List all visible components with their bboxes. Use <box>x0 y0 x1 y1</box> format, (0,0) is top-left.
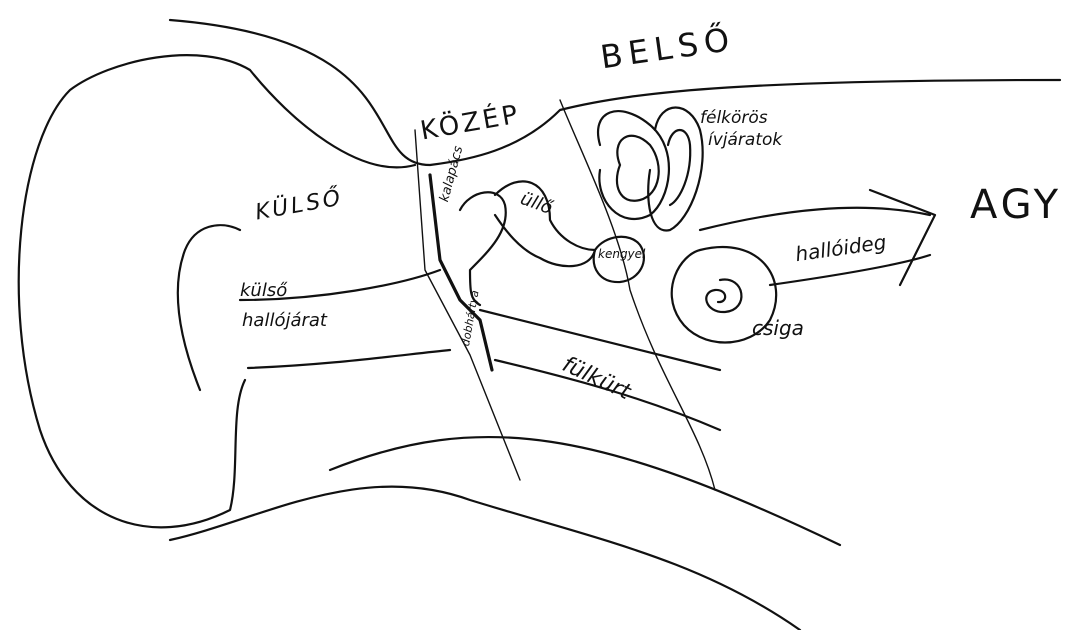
pinna-inner <box>178 225 240 390</box>
semicircular-canal-2 <box>617 136 659 201</box>
label-felkoros-2: ívjáratok <box>708 132 782 149</box>
label-kengyel: kengyel <box>598 248 645 260</box>
label-kulso-hallojarat-2: hallójárat <box>242 312 327 330</box>
label-csiga: csiga <box>752 318 804 338</box>
ear-canal-lower <box>248 350 450 368</box>
label-kulso-hallojarat-1: külső <box>240 282 287 300</box>
semicircular-canal-3 <box>648 108 702 231</box>
label-felkoros-1: félkörös <box>700 110 768 127</box>
label-agy: AGY <box>970 185 1062 225</box>
eustachian-tube-top <box>480 310 720 370</box>
lower-contour <box>170 487 800 630</box>
cochlea-spiral <box>706 280 741 313</box>
auditory-nerve-upper <box>700 208 930 230</box>
auditory-nerve-lower <box>770 255 930 285</box>
semicircular-canal-4 <box>668 130 690 205</box>
lower-contour-2 <box>330 437 840 545</box>
incus <box>495 181 595 266</box>
divider-middle-inner <box>560 100 715 490</box>
malleus <box>460 192 506 305</box>
